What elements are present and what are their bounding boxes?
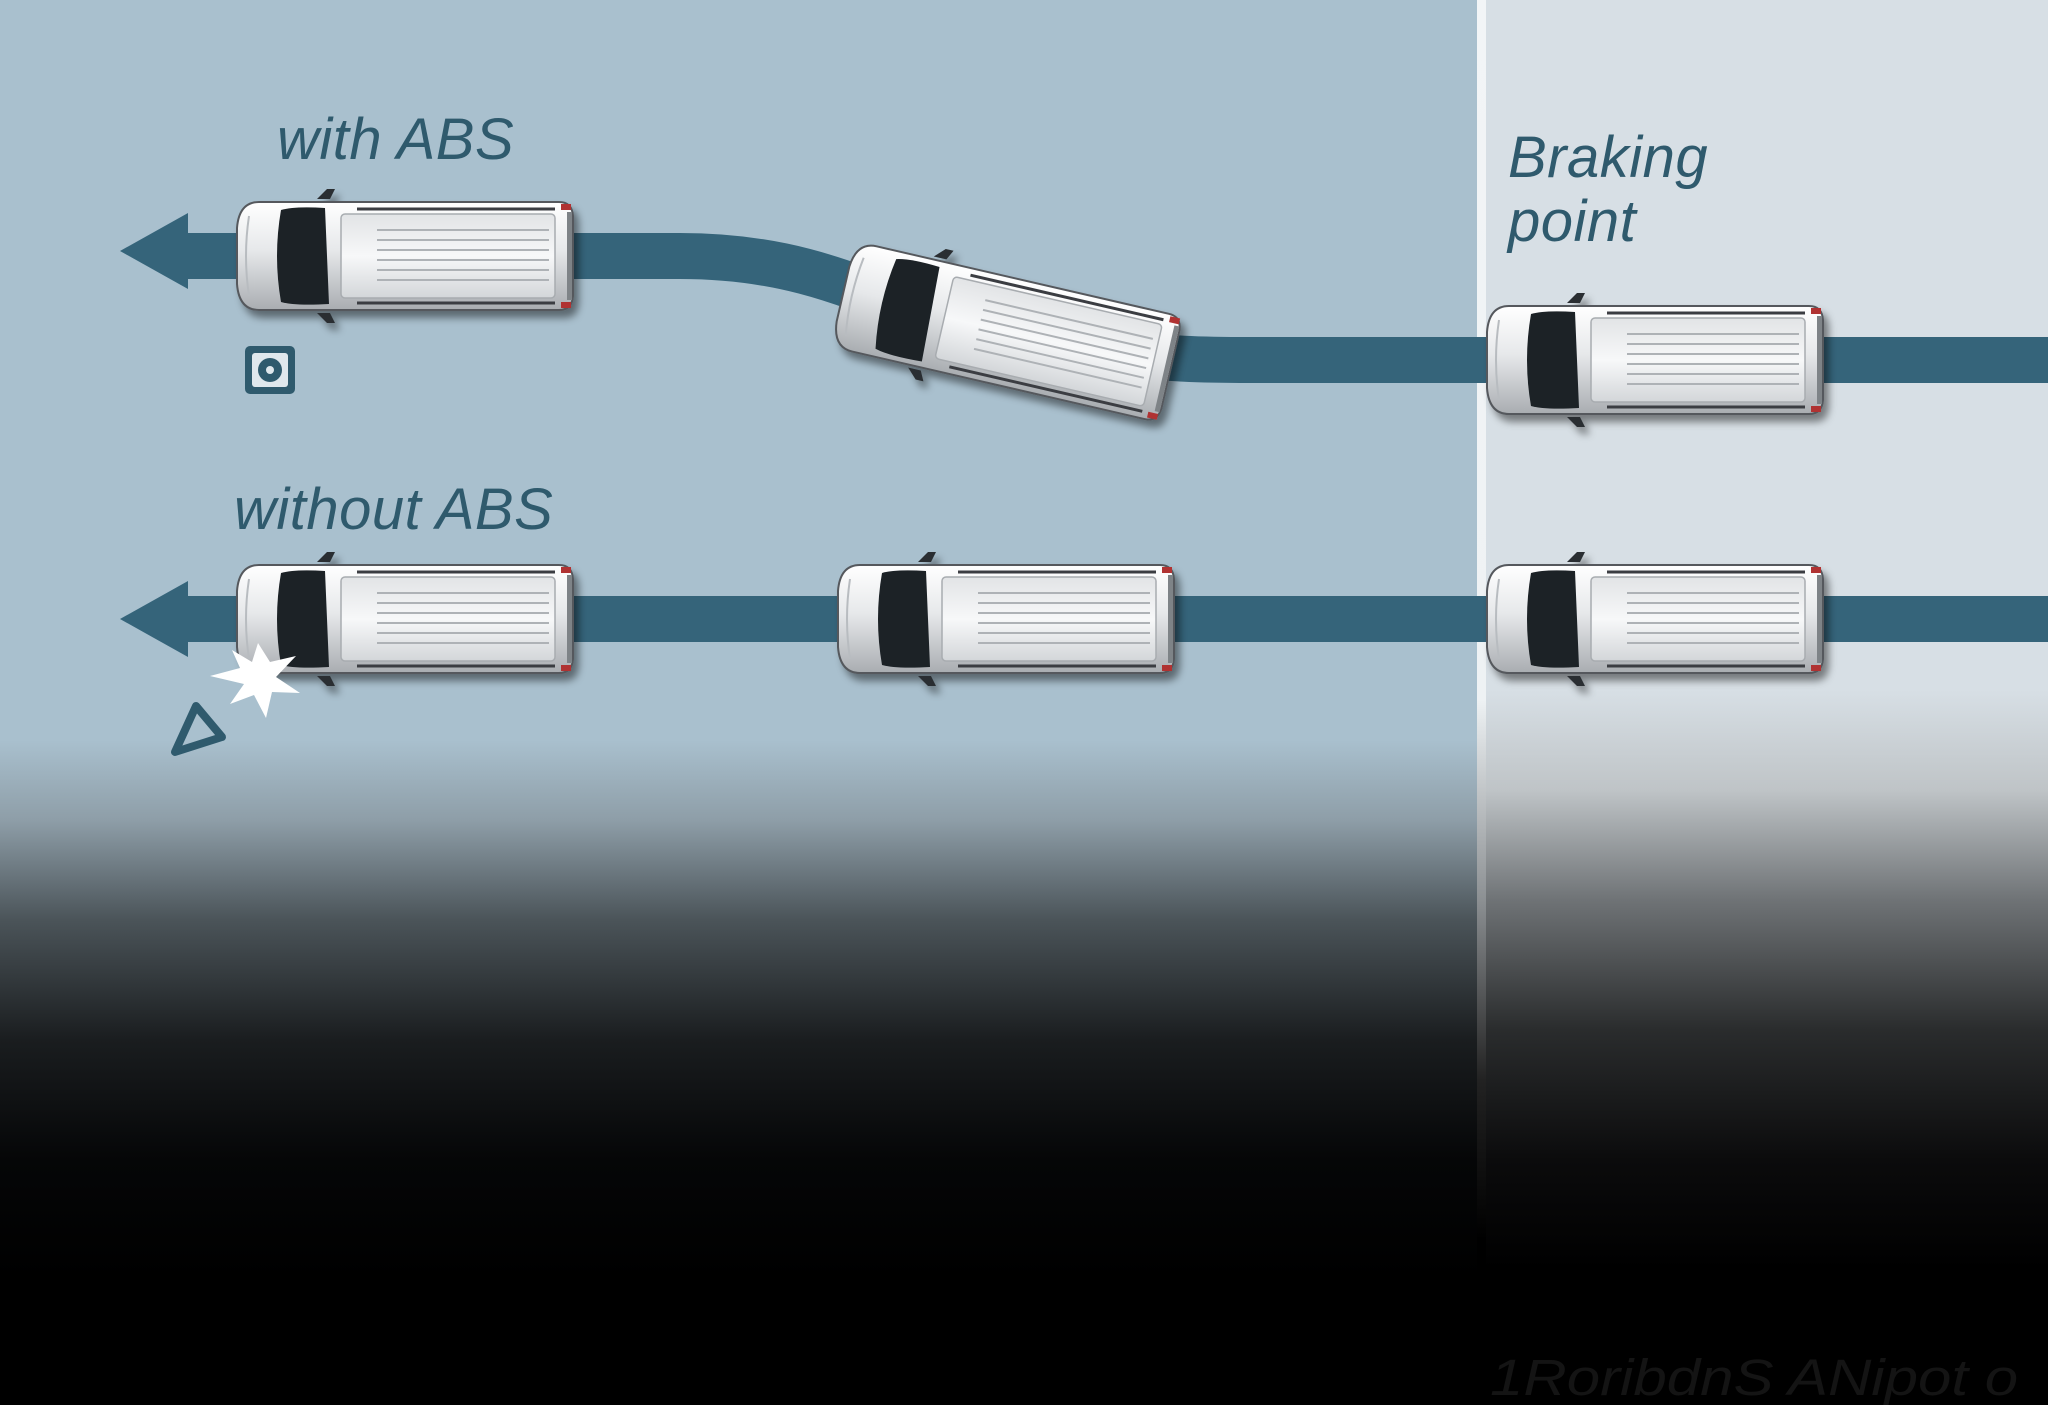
van-without-abs-braking bbox=[1485, 550, 1825, 688]
label-braking-point: Braking point bbox=[1508, 125, 1709, 254]
abs-warning-icon bbox=[245, 346, 295, 394]
van-without-abs-stopped bbox=[235, 550, 575, 688]
label-with-abs: with ABS bbox=[277, 107, 515, 172]
impact-burst-icon bbox=[210, 643, 300, 718]
van-with-abs-braking bbox=[1485, 291, 1825, 429]
van-without-abs-sliding bbox=[836, 550, 1176, 688]
bottom-mirrored-text: 1RoribdnS ANipot o bbox=[1490, 1348, 2019, 1405]
braking-zone bbox=[1486, 0, 2048, 1405]
traffic-cone-icon bbox=[171, 702, 226, 756]
label-without-abs: without ABS bbox=[234, 477, 554, 542]
braking-point-line bbox=[1477, 0, 1486, 1405]
van-with-abs-steering bbox=[826, 227, 1187, 437]
van-with-abs-stopped bbox=[235, 187, 575, 325]
